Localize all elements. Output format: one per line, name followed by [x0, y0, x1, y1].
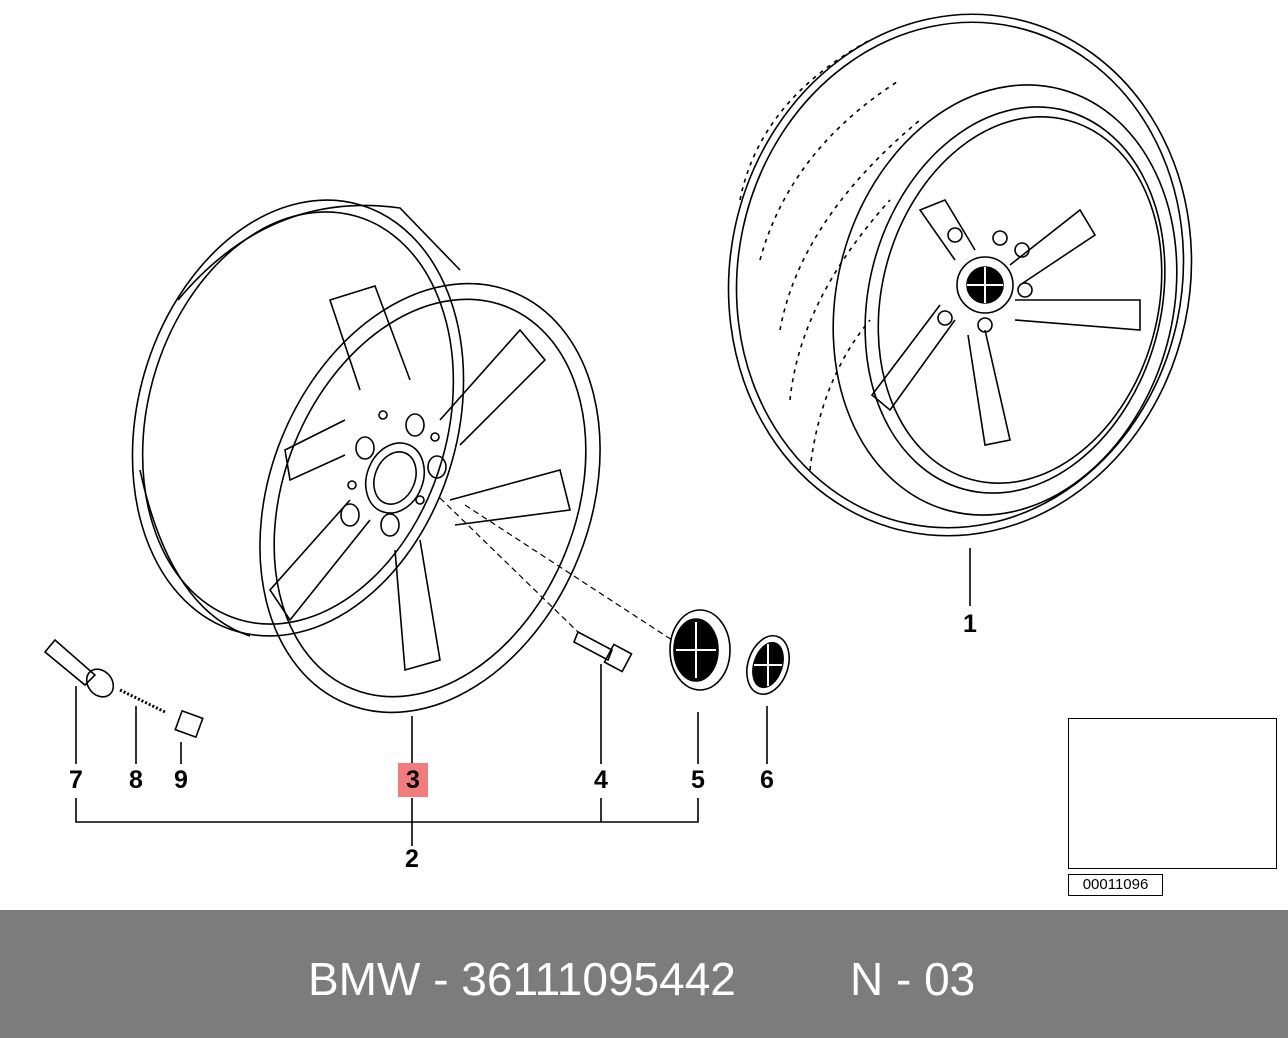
callout-7[interactable]: 7 — [69, 766, 83, 794]
callout-1[interactable]: 1 — [963, 610, 977, 638]
footer-variant: N - 03 — [850, 953, 976, 1005]
leader-lines — [75, 548, 971, 846]
hub-cap-drawing — [464, 504, 731, 691]
complete-wheel-drawing — [727, 13, 1193, 537]
valve-parts-drawing — [43, 638, 204, 739]
callout-8[interactable]: 8 — [129, 766, 143, 794]
footer-part-number: BMW - 36111095442 — [308, 953, 736, 1005]
wheel-bolt-drawing — [439, 497, 633, 673]
callout-6[interactable]: 6 — [760, 766, 774, 794]
callout-4[interactable]: 4 — [594, 766, 608, 794]
rim-drawing — [131, 199, 601, 714]
reference-code: 00011096 — [1068, 874, 1163, 896]
callout-5[interactable]: 5 — [691, 766, 705, 794]
emblem-drawing — [746, 635, 790, 695]
reference-thumbnail-frame — [1068, 718, 1277, 869]
footer-bar — [0, 910, 1288, 1038]
callout-9[interactable]: 9 — [174, 766, 188, 794]
callout-2[interactable]: 2 — [405, 845, 419, 873]
callout-3-highlighted[interactable]: 3 — [398, 763, 428, 797]
wheel-assembly-drawing — [43, 13, 1273, 861]
